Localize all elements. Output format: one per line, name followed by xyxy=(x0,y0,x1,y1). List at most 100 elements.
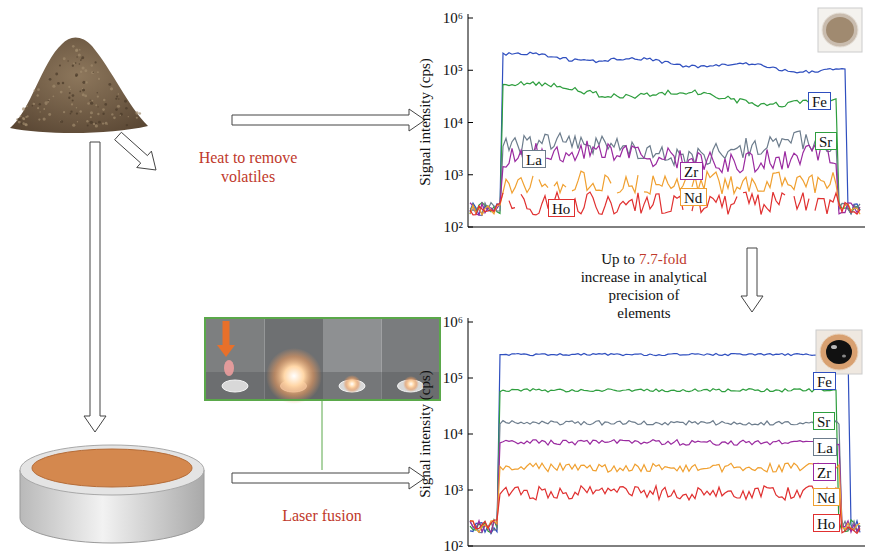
soil-grain xyxy=(49,78,52,81)
soil-grain xyxy=(110,87,113,90)
soil-grain xyxy=(116,96,118,98)
soil-grain xyxy=(84,69,87,72)
element-name: Fe xyxy=(812,94,827,110)
soil-grain xyxy=(77,121,78,122)
soil-grain xyxy=(72,45,75,48)
soil-grain xyxy=(94,61,96,63)
fusion-glow xyxy=(403,376,419,392)
soil-grain xyxy=(139,112,141,114)
soil-grain xyxy=(115,98,117,100)
soil-grain xyxy=(59,64,61,66)
soil-grain xyxy=(27,115,29,117)
soil-grain xyxy=(113,117,116,120)
tick-label: 10³ xyxy=(420,481,463,499)
axis-tick xyxy=(468,122,473,123)
element-name: Zr xyxy=(817,465,831,481)
soil-grain xyxy=(22,117,25,120)
soil-grain xyxy=(102,113,104,115)
tick-label: 10⁵ xyxy=(420,369,463,387)
tick-label: 10² xyxy=(420,537,463,555)
axis-tick xyxy=(468,18,473,19)
element-tag: Zr xyxy=(813,463,836,481)
element-name: Nd xyxy=(684,190,702,206)
soil-grain xyxy=(124,100,127,103)
soil-grain xyxy=(102,108,105,111)
soil-grain xyxy=(87,125,89,127)
element-tag: Sr xyxy=(815,132,837,150)
laser-plume xyxy=(224,360,234,376)
element-tag: Ho xyxy=(548,199,575,217)
y-axis xyxy=(468,14,469,227)
axis-title: Signal intensity (cps) xyxy=(416,370,434,498)
soil-grain xyxy=(93,123,95,125)
soil-grain xyxy=(90,111,93,114)
signal-trace xyxy=(470,421,860,533)
soil-grain xyxy=(97,92,98,93)
flow-arrow xyxy=(232,467,425,489)
element-tag: La xyxy=(522,150,546,168)
signal-trace xyxy=(470,353,860,533)
soil-shape xyxy=(10,37,148,133)
soil-grain xyxy=(135,111,138,114)
soil-grain xyxy=(72,65,74,67)
element-tag: Fe xyxy=(813,372,836,390)
flow-arrow xyxy=(741,248,763,312)
soil-grain xyxy=(117,105,120,108)
soil-grain xyxy=(26,105,28,107)
axis-tick xyxy=(468,546,473,547)
soil-grain xyxy=(120,113,123,116)
soil-grain xyxy=(18,121,21,124)
signal-chart xyxy=(468,14,865,227)
element-tag: Nd xyxy=(813,488,840,506)
soil-grain xyxy=(85,81,87,83)
soil-grain xyxy=(97,71,99,73)
soil-grain xyxy=(108,83,111,86)
soil-grain xyxy=(18,118,21,121)
soil-grain xyxy=(97,95,99,97)
soil-grain xyxy=(70,113,72,115)
soil-grain xyxy=(23,118,25,120)
axis-tick xyxy=(468,322,473,323)
soil-grain xyxy=(79,91,81,93)
soil-grain xyxy=(92,72,94,74)
soil-grain xyxy=(95,104,97,106)
soil-grain xyxy=(43,118,46,121)
flow-arrow xyxy=(232,109,425,131)
soil-grain xyxy=(57,82,60,85)
soil-grain xyxy=(37,88,40,91)
photo-panel xyxy=(323,319,382,399)
soil-grain xyxy=(63,111,65,113)
inset-powder xyxy=(826,17,854,43)
soil-grain xyxy=(98,78,100,80)
flow-arrow xyxy=(84,142,106,432)
soil-grain xyxy=(25,123,28,126)
tick-label: 10² xyxy=(420,218,463,236)
photo-floor xyxy=(206,372,265,399)
signal-trace xyxy=(470,131,860,214)
element-name: Zr xyxy=(684,164,698,180)
element-tag: Fe xyxy=(808,92,831,110)
bead-highlight xyxy=(831,345,837,349)
soil-grain xyxy=(118,93,120,95)
photo-floor xyxy=(323,372,382,399)
signal-trace xyxy=(470,463,860,532)
signal-trace xyxy=(470,141,860,215)
photo-frame xyxy=(205,318,440,400)
soil-grain xyxy=(48,113,51,116)
x-axis xyxy=(468,546,865,547)
x-axis xyxy=(468,227,865,228)
soil-grain xyxy=(55,73,58,76)
soil-grain xyxy=(95,124,98,127)
soil-grain xyxy=(104,103,107,106)
tick-label: 10⁵ xyxy=(420,61,463,79)
soil-grain xyxy=(45,104,46,105)
pellet-powder xyxy=(32,449,192,487)
element-tag: Sr xyxy=(813,412,835,430)
axis-tick xyxy=(468,174,473,175)
element-name: La xyxy=(817,440,833,456)
soil-grain xyxy=(81,56,84,59)
signal-trace xyxy=(470,52,860,215)
step-note: Laser fusion xyxy=(262,506,382,525)
precision-note: Up to7.7-foldincrease in analytical prec… xyxy=(574,250,714,322)
precision-note-text: Up to xyxy=(601,251,635,267)
